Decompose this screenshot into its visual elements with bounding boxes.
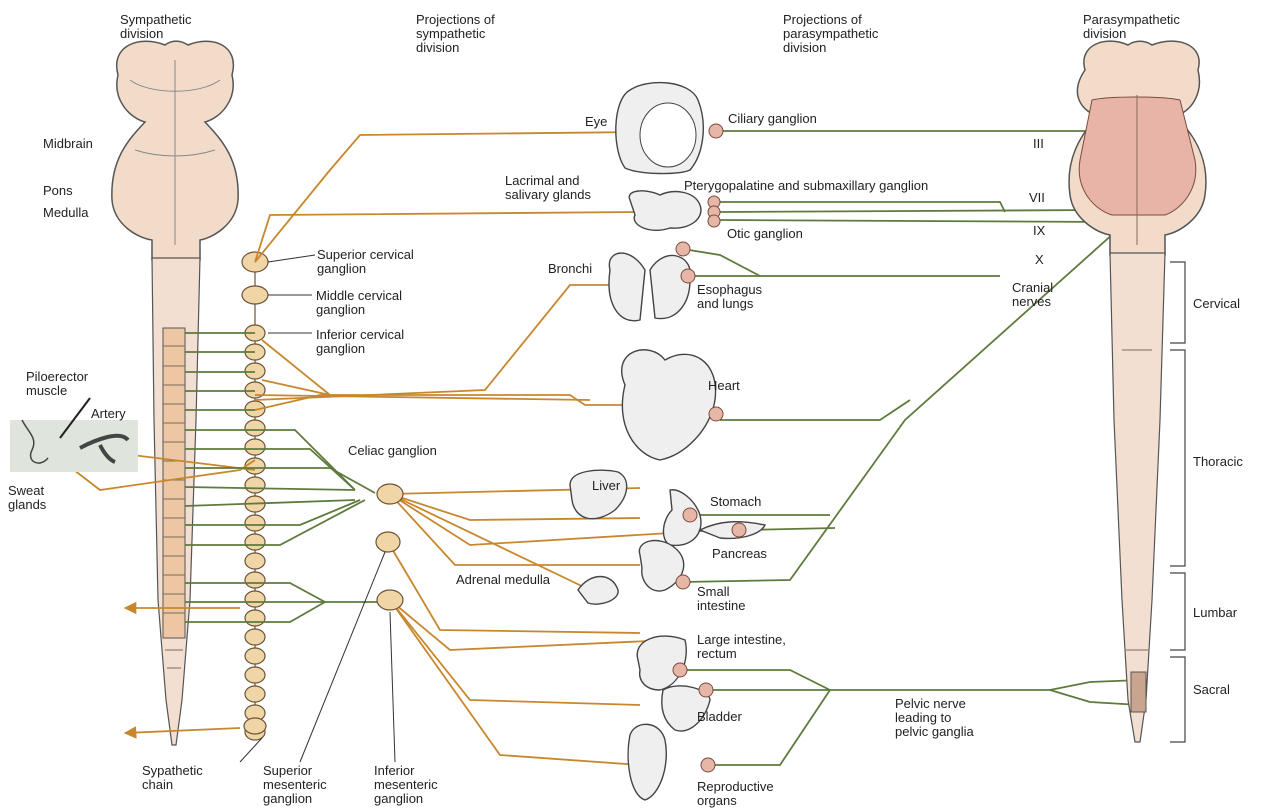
header-parasympathetic: Parasympathetic division [1083, 13, 1180, 41]
chain-ganglion [245, 515, 265, 531]
otic-ganglion [708, 215, 720, 227]
label-midbrain: Midbrain [43, 137, 93, 151]
label-otic-ganglion: Otic ganglion [727, 227, 803, 241]
header-projections-parasympathetic: Projections of parasympathetic division [783, 13, 878, 55]
chain-ganglion [245, 667, 265, 683]
label-bronchi: Bronchi [548, 262, 592, 276]
label-middle-cervical-ganglion: Middle cervical ganglion [316, 289, 402, 317]
inferior-mesenteric-ganglion [377, 590, 403, 610]
label-cranial-nerve-iii: III [1033, 137, 1044, 151]
skin-section [10, 420, 138, 472]
label-cranial-nerve-ix: IX [1033, 224, 1045, 238]
parasympathetic-brainstem [1069, 41, 1206, 255]
chain-ganglion [245, 591, 265, 607]
middle-cervical-ganglion [242, 286, 268, 304]
label-sympathetic-chain: Sypathetic chain [142, 764, 203, 792]
label-celiac-ganglion: Celiac ganglion [348, 444, 437, 458]
header-projections-sympathetic: Projections of sympathetic division [416, 13, 495, 55]
label-sacral: Sacral [1193, 683, 1230, 697]
chain-ganglion [245, 420, 265, 436]
label-esophagus-lungs: Esophagus and lungs [697, 283, 762, 311]
chain-ganglion [245, 553, 265, 569]
chain-ganglion [245, 477, 265, 493]
region-brackets [1170, 262, 1185, 742]
label-bladder: Bladder [697, 710, 742, 724]
lungs [609, 253, 691, 321]
chain-ganglion [245, 686, 265, 702]
label-superior-mesenteric-ganglion: Superior mesenteric ganglion [263, 764, 327, 806]
chain-ganglion [245, 572, 265, 588]
label-inferior-cervical-ganglion: Inferior cervical ganglion [316, 328, 404, 356]
chain-ganglion [245, 534, 265, 550]
heart [622, 350, 716, 460]
label-stomach: Stomach [710, 495, 761, 509]
label-thoracic: Thoracic [1193, 455, 1243, 469]
celiac-ganglion [377, 484, 403, 504]
label-piloerector-muscle: Piloerector muscle [26, 370, 88, 398]
label-artery: Artery [91, 407, 126, 421]
adrenal-medulla [578, 577, 618, 605]
label-eye: Eye [585, 115, 607, 129]
label-adrenal-medulla: Adrenal medulla [456, 573, 550, 587]
ciliary-ganglion [709, 124, 723, 138]
label-cranial-nerve-x: X [1035, 253, 1044, 267]
label-reproductive-organs: Reproductive organs [697, 780, 774, 808]
label-pons: Pons [43, 184, 73, 198]
chain-ganglion [245, 648, 265, 664]
sympathetic-chain [242, 252, 268, 740]
label-pancreas: Pancreas [712, 547, 767, 561]
label-cervical: Cervical [1193, 297, 1240, 311]
label-pelvic-nerve: Pelvic nerve leading to pelvic ganglia [895, 697, 974, 739]
superior-mesenteric-ganglion [376, 532, 400, 552]
label-small-intestine: Small intestine [697, 585, 745, 613]
label-large-intestine: Large intestine, rectum [697, 633, 786, 661]
chain-ganglion [245, 363, 265, 379]
reproductive-organs [628, 724, 666, 800]
sacral-segment [1131, 672, 1146, 712]
chain-ganglion [244, 718, 266, 734]
chain-ganglion [245, 629, 265, 645]
eye-face [616, 83, 703, 174]
label-medulla: Medulla [43, 206, 89, 220]
thoracolumbar-segment [163, 328, 185, 638]
label-cranial-nerves: Cranial nerves [1012, 281, 1053, 309]
label-cranial-nerve-vii: VII [1029, 191, 1045, 205]
label-heart: Heart [708, 379, 740, 393]
header-sympathetic: Sympathetic division [120, 13, 192, 41]
label-lumbar: Lumbar [1193, 606, 1237, 620]
label-lacrimal-salivary: Lacrimal and salivary glands [505, 174, 591, 202]
label-ciliary-ganglion: Ciliary ganglion [728, 112, 817, 126]
chain-ganglion [245, 439, 265, 455]
parasympathetic-spinal-cord [1110, 253, 1165, 742]
label-pterygopalatine-ganglion: Pterygopalatine and submaxillary ganglio… [684, 179, 928, 193]
label-superior-cervical-ganglion: Superior cervical ganglion [317, 248, 414, 276]
label-sweat-glands: Sweat glands [8, 484, 46, 512]
label-liver: Liver [592, 479, 620, 493]
sympathetic-brainstem [112, 41, 238, 260]
label-inferior-mesenteric-ganglion: Inferior mesenteric ganglion [374, 764, 438, 806]
chain-ganglion [245, 610, 265, 626]
lacrimal-glands [629, 191, 701, 230]
